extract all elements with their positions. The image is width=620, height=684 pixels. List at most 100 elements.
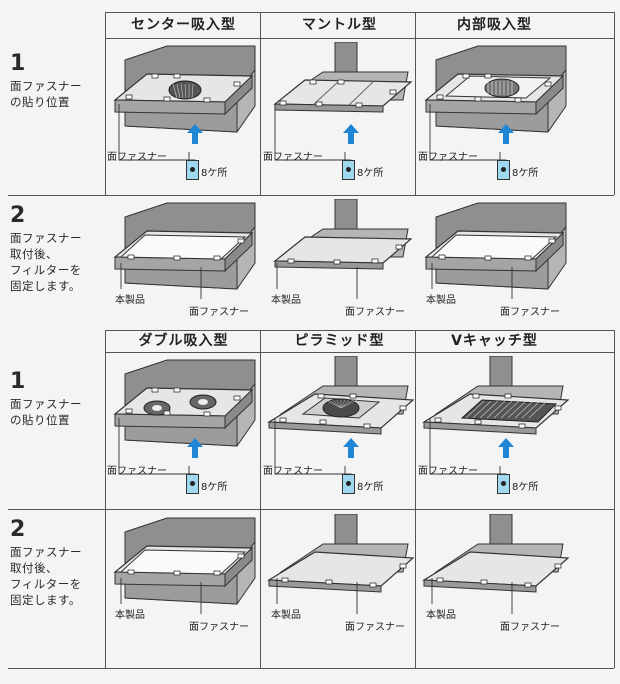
hood-illustration-inner2: 本製品面ファスナー bbox=[418, 199, 571, 355]
fastener-dot bbox=[501, 167, 506, 172]
column-header: Vキャッチ型 bbox=[451, 333, 538, 349]
fastener-count: 8ケ所 bbox=[201, 482, 228, 493]
hood-illustration-vcatch: 8ケ所 面ファスナー bbox=[418, 356, 571, 512]
up-arrow-icon bbox=[498, 124, 514, 144]
fastener-marker bbox=[497, 474, 510, 494]
fastener-count: 8ケ所 bbox=[512, 482, 539, 493]
step-label: 1 面ファスナー の貼り位置 bbox=[10, 370, 102, 428]
hood-drawing bbox=[113, 359, 256, 482]
product-label: 本製品 bbox=[271, 295, 301, 306]
up-arrow-icon bbox=[343, 438, 359, 458]
hood-drawing bbox=[273, 199, 413, 299]
fastener-count: 8ケ所 bbox=[512, 168, 539, 179]
product-label: 本製品 bbox=[426, 295, 456, 306]
section-divider bbox=[8, 195, 614, 197]
column-header: 内部吸入型 bbox=[457, 17, 532, 33]
product-label: 本製品 bbox=[115, 295, 145, 306]
hood-drawing bbox=[422, 514, 570, 614]
up-arrow-icon bbox=[498, 438, 514, 458]
fastener-label: 面ファスナー bbox=[418, 466, 478, 477]
column-header: ダブル吸入型 bbox=[138, 333, 229, 349]
step-number: 2 bbox=[10, 517, 26, 542]
product-label: 本製品 bbox=[426, 610, 456, 621]
fastener-dot bbox=[346, 481, 351, 486]
hood-illustration-pyramid2: 本製品面ファスナー bbox=[263, 514, 416, 670]
step-number: 1 bbox=[10, 51, 26, 76]
step-description: 面ファスナー の貼り位置 bbox=[10, 79, 82, 109]
step-description: 面ファスナー 取付後、 フィルターを 固定します。 bbox=[10, 231, 82, 293]
step-number: 1 bbox=[10, 369, 26, 394]
hood-drawing bbox=[113, 517, 256, 614]
fastener-dot bbox=[346, 167, 351, 172]
column-header: マントル型 bbox=[302, 17, 377, 33]
fastener-label: 面ファスナー bbox=[107, 466, 167, 477]
grid-line-v bbox=[260, 330, 262, 668]
grid-line-v bbox=[614, 330, 616, 668]
hood-illustration-mantle2: 本製品面ファスナー bbox=[263, 199, 416, 355]
fastener-label: 面ファスナー bbox=[263, 466, 323, 477]
hood-illustration-mantle: 8ケ所 面ファスナー bbox=[263, 42, 416, 198]
column-header: センター吸入型 bbox=[131, 17, 236, 33]
product-label: 本製品 bbox=[115, 610, 145, 621]
grid-line-v bbox=[260, 12, 262, 195]
fastener-marker bbox=[342, 474, 355, 494]
fastener-label: 面ファスナー bbox=[345, 622, 405, 633]
hood-illustration-double2: 本製品面ファスナー bbox=[107, 514, 260, 670]
fastener-label: 面ファスナー bbox=[345, 307, 405, 318]
column-header: ピラミッド型 bbox=[294, 333, 385, 349]
fastener-count: 8ケ所 bbox=[357, 482, 384, 493]
step-label: 1 面ファスナー の貼り位置 bbox=[10, 52, 102, 110]
hood-drawing bbox=[424, 45, 567, 168]
grid-line-v bbox=[415, 330, 417, 668]
hood-drawing bbox=[267, 514, 415, 614]
fastener-dot bbox=[190, 167, 195, 172]
hood-drawing bbox=[113, 45, 256, 168]
fastener-label: 面ファスナー bbox=[189, 307, 249, 318]
fastener-marker bbox=[186, 160, 199, 180]
step-label: 2 面ファスナー 取付後、 フィルターを 固定します。 bbox=[10, 204, 102, 294]
hood-illustration-vcatch2: 本製品面ファスナー bbox=[418, 514, 571, 670]
step-label: 2 面ファスナー 取付後、 フィルターを 固定します。 bbox=[10, 518, 102, 608]
hood-illustration-inner: 8ケ所 面ファスナー bbox=[418, 42, 571, 198]
fastener-count: 8ケ所 bbox=[357, 168, 384, 179]
grid-line-h bbox=[105, 38, 614, 40]
hood-illustration-pyramid: 8ケ所 面ファスナー bbox=[263, 356, 416, 512]
step-description: 面ファスナー の貼り位置 bbox=[10, 397, 82, 427]
fastener-count: 8ケ所 bbox=[201, 168, 228, 179]
grid-line-v bbox=[614, 12, 616, 195]
fastener-marker bbox=[186, 474, 199, 494]
fastener-label: 面ファスナー bbox=[418, 152, 478, 163]
grid-line-v bbox=[105, 12, 107, 195]
fastener-label: 面ファスナー bbox=[189, 622, 249, 633]
grid-line-v bbox=[105, 330, 107, 668]
fastener-dot bbox=[190, 481, 195, 486]
fastener-dot bbox=[501, 481, 506, 486]
fastener-label: 面ファスナー bbox=[263, 152, 323, 163]
grid-line-h bbox=[105, 330, 614, 332]
hood-illustration-center2: 本製品面ファスナー bbox=[107, 199, 260, 355]
hood-illustration-double: 8ケ所 面ファスナー bbox=[107, 356, 260, 512]
hood-illustration-center: 8ケ所 面ファスナー bbox=[107, 42, 260, 198]
hood-drawing bbox=[113, 202, 256, 299]
section-divider bbox=[8, 509, 614, 511]
hood-drawing bbox=[267, 356, 415, 482]
grid-line-h bbox=[105, 12, 614, 14]
section-divider bbox=[8, 668, 614, 670]
up-arrow-icon bbox=[187, 124, 203, 144]
fastener-marker bbox=[497, 160, 510, 180]
step-description: 面ファスナー 取付後、 フィルターを 固定します。 bbox=[10, 545, 82, 607]
up-arrow-icon bbox=[343, 124, 359, 144]
product-label: 本製品 bbox=[271, 610, 301, 621]
hood-drawing bbox=[273, 42, 413, 168]
fastener-label: 面ファスナー bbox=[107, 152, 167, 163]
step-number: 2 bbox=[10, 203, 26, 228]
fastener-label: 面ファスナー bbox=[500, 307, 560, 318]
up-arrow-icon bbox=[187, 438, 203, 458]
hood-drawing bbox=[424, 202, 567, 299]
grid-line-v bbox=[415, 12, 417, 195]
fastener-label: 面ファスナー bbox=[500, 622, 560, 633]
grid-line-h bbox=[105, 352, 614, 354]
hood-drawing bbox=[422, 356, 570, 482]
fastener-marker bbox=[342, 160, 355, 180]
